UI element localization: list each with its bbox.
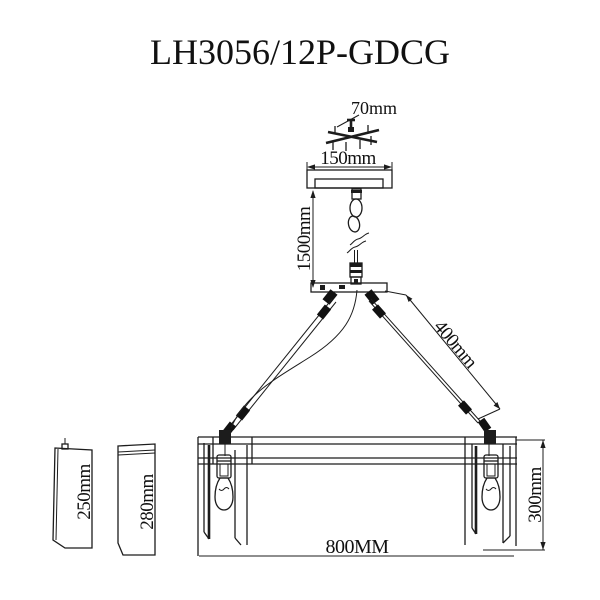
right-arm [368,298,496,456]
dim-shade-300: 300mm [483,439,546,551]
bulb-filament [218,487,230,491]
leader-line [336,114,360,128]
dim-label-1500mm: 1500mm [294,206,315,271]
dim-overall-800: 800MM [199,536,514,558]
arm-coupler [372,304,386,319]
ceiling-bracket [325,118,380,151]
dim-label-400mm: 400mm [429,316,481,373]
left-arm-socket [322,289,338,305]
glass-panel-280: 280mm [117,443,158,556]
dim-label-150mm: 150mm [320,148,376,169]
candle-bulb [481,477,501,511]
break-symbol [346,240,367,254]
suspension-chain [346,188,370,285]
drawing-title: LH3056/12P-GDCG [150,32,450,72]
arm-elbow [477,417,492,433]
dim-label-250mm: 250mm [74,464,95,520]
dim-label-70mm: 70mm [351,98,397,118]
bulb-filament [485,487,497,491]
arm-coupler [458,400,472,415]
right-shade [464,437,517,546]
glass-panel-250: 250mm [52,438,95,549]
chain-link [347,215,361,233]
dim-label-300mm: 300mm [525,467,546,523]
dim-label-280mm: 280mm [137,474,158,530]
dim-canopy-150: 150mm [306,148,393,172]
dim-arm-400: 400mm [384,290,501,420]
break-symbol [349,232,370,246]
chain-link [349,198,363,218]
dim-label-800mm: 800MM [325,536,389,558]
dim-bracket-70: 70mm [336,98,397,128]
arm-coupler [235,405,251,421]
hub-plate [310,282,388,305]
power-wire [230,289,358,429]
right-arm-socket [364,289,380,305]
arm-coupler [316,304,332,320]
candle-bulb [214,477,234,511]
left-shade [197,437,253,556]
dim-suspension-1500: 1500mm [294,190,316,288]
canopy [306,169,393,189]
fixture-frame [198,436,517,465]
